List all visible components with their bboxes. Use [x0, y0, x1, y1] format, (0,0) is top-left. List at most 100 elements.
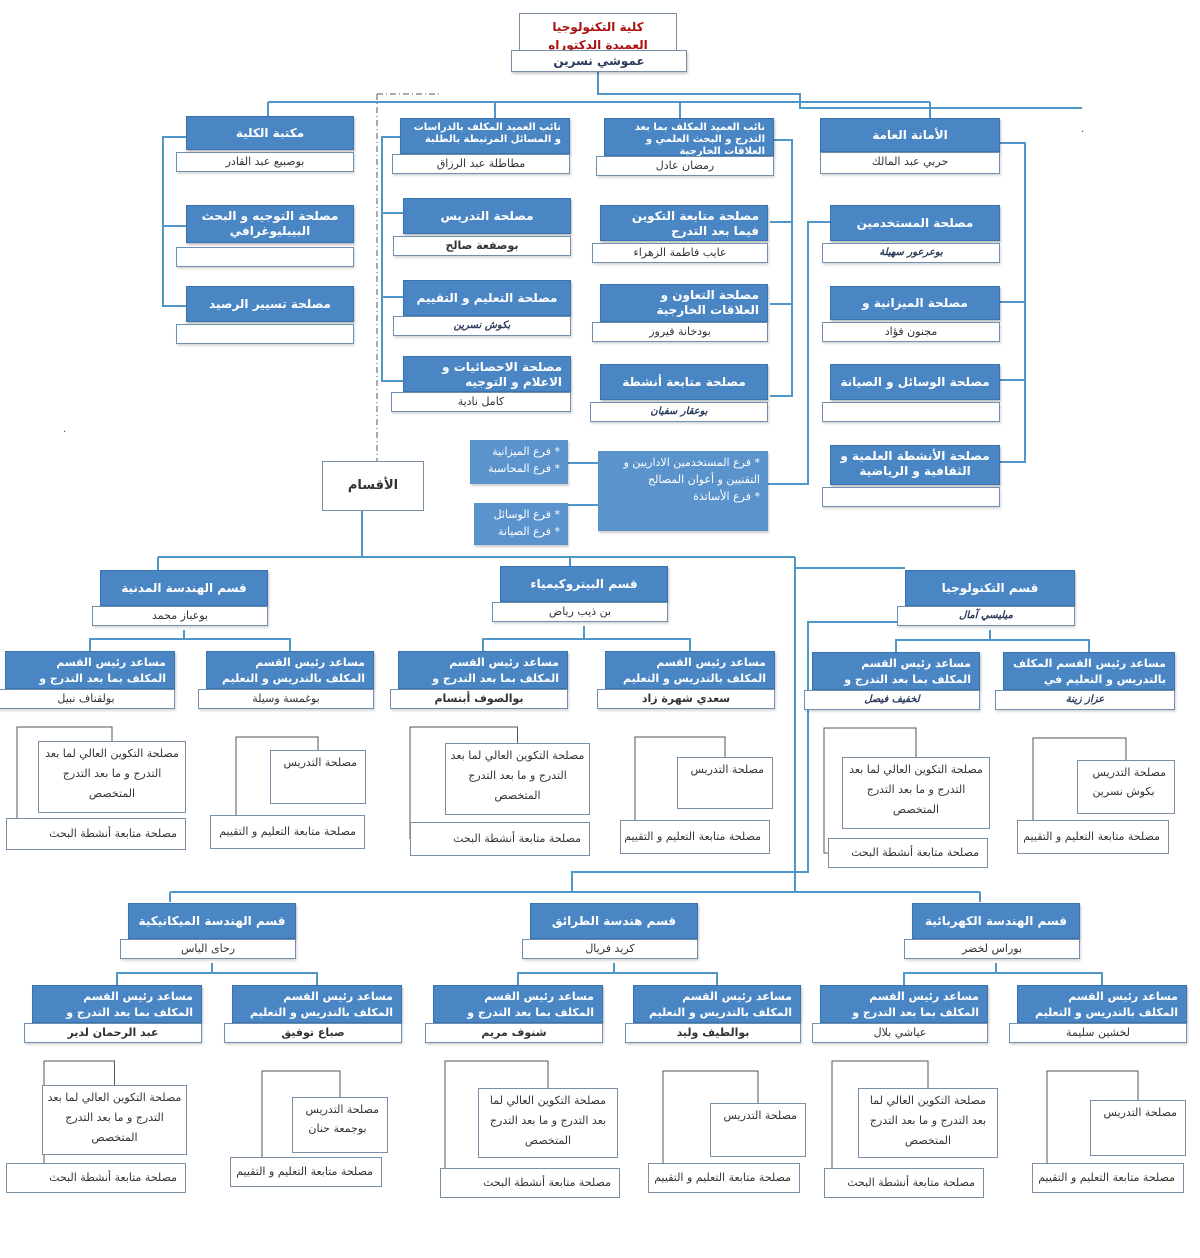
asst-teaching-name: بوغمسة وسيلة — [198, 689, 374, 709]
postgrad-training-service: مصلحة التكوين العالي لما بعد التدرج و ما… — [38, 741, 186, 813]
bibliographic-service-box: مصلحة التوجيه و البحث البيبليوغرافي — [176, 205, 354, 271]
faculty-title: كلية التكنولوجيا — [552, 20, 644, 34]
bibliographic-service-name — [176, 247, 354, 267]
activities-service-title: مصلحة الأنشطة العلمية و الثقافية و الريا… — [830, 445, 1000, 485]
teaching-service: مصلحة التدريس بكوش نسرين — [1077, 760, 1175, 814]
asst-teaching-box: مساعد رئيس القسم المكلف بالتدريس و التعل… — [625, 985, 801, 1047]
department-title: قسم الهندسة الميكانيكية — [128, 903, 296, 939]
teaching-service-label: مصلحة التدريس — [723, 1109, 797, 1122]
eval-service: مصلحة متابعة التعليم و التقييم — [1032, 1163, 1184, 1193]
asst-postgrad-box: مساعد رئيس القسم المكلف بما بعد التدرج و… — [24, 985, 202, 1047]
asst-teaching-title: مساعد رئيس القسم المكلف بالتدريس و التعل… — [1017, 985, 1187, 1035]
education-eval-service-name: بكوش نسرين — [393, 316, 571, 336]
asst-postgrad-title: مساعد رئيس القسم المكلف بما بعد التدرج و… — [5, 651, 175, 701]
research-service: مصلحة متابعة أنشطة البحث — [410, 822, 590, 856]
eval-service: مصلحة متابعة التعليم و التقييم — [648, 1163, 800, 1193]
teaching-service-label: مصلحة التدريس — [1092, 766, 1166, 779]
teaching-service-label: مصلحة التدريس — [1103, 1106, 1177, 1119]
asst-postgrad-name: عبد الرحمان لدير — [24, 1023, 202, 1043]
library-box: مكتبة الكلية بوصبيع عبد القادر — [176, 116, 354, 184]
research-service: مصلحة متابعة أنشطة البحث — [6, 818, 186, 850]
vice-dean-studies-name: مطاطلة عبد الرزاق — [392, 154, 570, 174]
branch-maintenance: * فرع الصيانة — [498, 525, 560, 538]
research-service: مصلحة متابعة أنشطة البحث — [440, 1168, 620, 1198]
asst-postgrad-box: مساعد رئيس القسم المكلف بما بعد التدرج و… — [804, 652, 980, 714]
teaching-service-label: مصلحة التدريس — [305, 1103, 379, 1116]
asst-postgrad-title: مساعد رئيس القسم المكلف بما بعد التدرج و… — [32, 985, 202, 1035]
documentary-service-box: مصلحة تسيير الرصيد الوثائقي — [176, 286, 354, 348]
asst-teaching-box: مساعد رئيس القسم المكلف بالتدريس و التعل… — [198, 651, 374, 713]
asst-teaching-name: سعدي شهرة زاد — [597, 689, 775, 709]
asst-teaching-name: عزاز زينة — [995, 690, 1175, 710]
asst-postgrad-box: مساعد رئيس القسم المكلف بما بعد التدرج و… — [425, 985, 603, 1047]
department-title: قسم الهندسة الكهربائية — [912, 903, 1080, 939]
department-head-name: بن ذيب رياض — [492, 602, 668, 622]
departments-label: الأقسام — [322, 461, 424, 511]
users-service-name: بوعرعور سهيلة — [822, 243, 1000, 263]
statistics-service-name: كامل نادية — [391, 392, 571, 412]
postgrad-training-service-box: مصلحة متابعة التكوين فيما بعد التدرج عاي… — [592, 205, 768, 265]
asst-postgrad-name: بولقناف نبيل — [0, 689, 175, 709]
bibliographic-service-title: مصلحة التوجيه و البحث البيبليوغرافي — [186, 205, 354, 243]
asst-postgrad-box: مساعد رئيس القسم المكلف بما بعد التدرج و… — [390, 651, 568, 713]
eval-service: مصلحة متابعة التعليم و التقييم — [1017, 820, 1169, 854]
asst-postgrad-name: شنوف مريم — [425, 1023, 603, 1043]
research-activities-service-title: مصلحة متابعة أنشطة البحث — [600, 364, 768, 417]
research-service: مصلحة متابعة أنشطة البحث — [828, 838, 988, 868]
library-title: مكتبة الكلية — [186, 116, 354, 150]
means-service-name — [822, 402, 1000, 422]
department-title: قسم البيتروكيمياء — [500, 566, 668, 602]
department-head-name: بوراس لخضر — [904, 939, 1080, 959]
activities-service-name — [822, 487, 1000, 507]
postgrad-training-service: مصلحة التكوين العالي لما بعد التدرج و ما… — [445, 743, 590, 815]
asst-teaching-name: صباع توفيق — [224, 1023, 402, 1043]
asst-teaching-title: مساعد رئيس القسم المكلف بالتدريس و التعل… — [232, 985, 402, 1035]
asst-teaching-box: مساعد رئيس القسم المكلف بالتدريس و التعل… — [224, 985, 402, 1047]
documentary-service-title: مصلحة تسيير الرصيد الوثائقي — [186, 286, 354, 339]
branch-professors: * فرع الأساتذة — [693, 490, 760, 503]
asst-postgrad-title: مساعد رئيس القسم المكلف بما بعد التدرج و… — [812, 652, 980, 702]
stray-dot: . — [1081, 124, 1085, 135]
teaching-service-name: بكوش نسرين — [1092, 785, 1155, 798]
postgrad-training-service-name: عايب فاطمة الزهراء — [592, 243, 768, 263]
department-title: قسم التكنولوجيا — [905, 570, 1075, 606]
department-head-name: كريد فريال — [522, 939, 698, 959]
means-service-title: مصلحة الوسائل و الصيانة — [830, 364, 1000, 400]
asst-postgrad-box: مساعد رئيس القسم المكلف بما بعد التدرج و… — [0, 651, 175, 713]
vice-dean-studies-title: نائب العميد المكلف بالدراسات و المسائل ا… — [400, 118, 570, 154]
branch-personnel: * فرع المستخدمين الاداريين و التقنيين و … — [623, 456, 760, 486]
users-service-title: مصلحة المستخدمين — [830, 205, 1000, 241]
asst-teaching-box: مساعد رئيس القسم المكلف بالتدريس و التعل… — [1009, 985, 1187, 1047]
statistics-service-box: مصلحة الاحصائيات و الاعلام و التوجيه كام… — [391, 356, 571, 418]
postgrad-training-service: مصلحة التكوين العالي لما بعد التدرج و ما… — [858, 1088, 998, 1158]
research-service: مصلحة متابعة أنشطة البحث — [6, 1163, 186, 1193]
department-title: قسم هندسة الطرائق — [530, 903, 698, 939]
budget-service-title: مصلحة الميزانية و المحاسبة — [830, 286, 1000, 336]
asst-postgrad-name: عياشي بلال — [812, 1023, 988, 1043]
teaching-service-title: مصلحة التدريس — [403, 198, 571, 234]
teaching-service-box: مصلحة التدريس بوصفعة صالح — [393, 198, 571, 258]
teaching-service: مصلحة التدريس — [270, 750, 366, 804]
stray-dot: . — [63, 424, 67, 435]
asst-postgrad-title: مساعد رئيس القسم المكلف بما بعد التدرج و… — [398, 651, 568, 701]
means-branches-box: * فرع الوسائل * فرع الصيانة — [474, 503, 568, 545]
branch-accounting: * فرع المحاسبة — [487, 462, 560, 475]
teaching-service-name: بوصفعة صالح — [393, 236, 571, 256]
eval-service: مصلحة متابعة التعليم و التقييم — [210, 815, 365, 849]
teaching-service-label: مصلحة التدريس — [283, 756, 357, 769]
cooperation-service-name: بودخانة فيروز — [592, 322, 768, 342]
education-eval-service-box: مصلحة التعليم و التقييم بكوش نسرين — [393, 280, 571, 340]
dean-title: العميدة الدكتوراه — [548, 38, 648, 52]
general-secretariat-name: حربي عبد المالك — [820, 152, 1000, 174]
branch-means: * فرع الوسائل — [493, 508, 560, 521]
teaching-service: مصلحة التدريس — [1090, 1100, 1186, 1156]
budget-service-box: مصلحة الميزانية و المحاسبة مجنون فؤاد — [822, 286, 1000, 344]
postgrad-training-service: مصلحة التكوين العالي لما بعد التدرج و ما… — [42, 1085, 187, 1155]
cooperation-service-box: مصلحة التعاون و العلاقات الخارجية بودخان… — [592, 284, 768, 348]
postgrad-training-service: مصلحة التكوين العالي لما بعد التدرج و ما… — [842, 757, 990, 829]
general-secretariat-title: الأمانة العامة — [820, 118, 1000, 152]
